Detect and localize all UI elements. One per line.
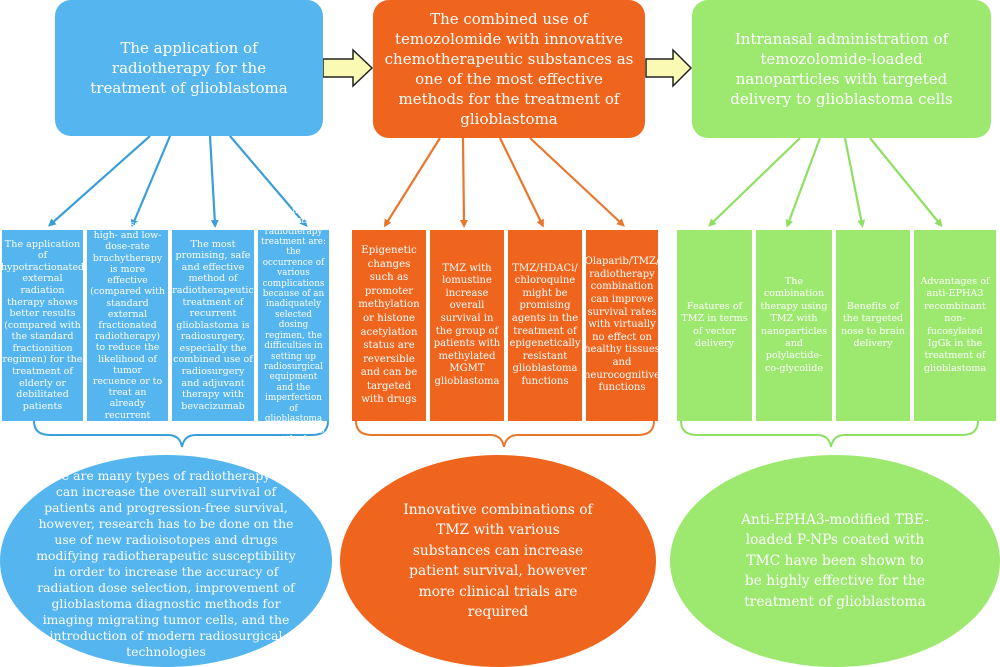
green-item-box-4: Advantages of anti-EPHA3 recombinant non… [914,230,996,421]
green-header-text: Intranasal administration of temozolomid… [730,30,953,108]
orange-item-box-1: Epigenetic changes such as promoter meth… [352,230,426,421]
green-brace [680,420,979,448]
green-item-box-1: Features of TMZ in terms of vector deliv… [677,230,752,421]
green-item-box-3: Benefits of the targeted nose to brain d… [836,230,910,421]
blue-brace [33,420,329,448]
orange-item-box-2: TMZ with lomustine increase overall surv… [430,230,504,421]
green-item-text-3: Benefits of the targeted nose to brain d… [841,300,905,349]
orange-item-text-3: TMZ/HDACi/ chloroquine might be promisin… [509,262,581,387]
flow-arrow-2 [645,48,693,88]
green-item-text-4: Advantages of anti-EPHA3 recombinant non… [920,275,990,374]
orange-branch-arrows [383,137,625,228]
blue-conclusion-text: There are many types of radiotherapy tha… [32,468,300,659]
blue-item-box-2: The use of high- and low-dose-rate brach… [87,219,168,432]
orange-header-box: The combined use of temozolomide with in… [373,0,645,138]
orange-item-text-4: Olaparib/TMZ/ radiotherapy combination c… [583,256,661,394]
flow-arrow-1 [322,48,374,88]
orange-conclusion-ellipse: Innovative combinations of TMZ with vari… [340,455,656,667]
orange-item-box-4: Olaparib/TMZ/ radiotherapy combination c… [583,230,661,421]
blue-conclusion-ellipse: There are many types of radiotherapy tha… [0,455,332,667]
blue-header-text: The application of radiotherapy for the … [90,39,288,97]
blue-header-box: The application of radiotherapy for the … [55,0,323,136]
blue-item-text-3: The most promising, safe and effective m… [172,238,254,412]
blue-item-box-3: The most promising, safe and effective m… [172,230,254,421]
green-header-box: Intranasal administration of temozolomid… [692,0,991,138]
green-conclusion-text: Anti-EPHA3-modified TBE-loaded P-NPs coa… [741,511,929,610]
blue-item-text-4: The main proplems of radiotherapy treatm… [261,205,326,445]
blue-item-text-1: The application of hypotractionated exte… [0,238,85,412]
green-item-text-1: Features of TMZ in terms of vector deliv… [681,300,748,349]
orange-item-text-1: Epigenetic changes such as promoter meth… [358,244,420,406]
orange-header-text: The combined use of temozolomide with in… [384,10,634,128]
blue-item-box-4: The main proplems of radiotherapy treatm… [258,206,329,445]
orange-brace [355,420,655,448]
blue-item-box-1: The application of hypotractionated exte… [0,230,85,421]
blue-branch-arrows [48,135,308,228]
green-item-box-2: The combination therapy using TMZ with n… [756,230,832,421]
blue-item-text-2: The use of high- and low-dose-rate brach… [90,219,165,432]
orange-conclusion-text: Innovative combinations of TMZ with vari… [403,501,593,621]
green-conclusion-ellipse: Anti-EPHA3-modified TBE-loaded P-NPs coa… [670,455,1000,667]
green-item-text-2: The combination therapy using TMZ with n… [760,275,828,374]
green-branch-arrows [708,137,943,228]
orange-item-box-3: TMZ/HDACi/ chloroquine might be promisin… [508,230,582,421]
orange-item-text-2: TMZ with lomustine increase overall surv… [433,262,501,387]
